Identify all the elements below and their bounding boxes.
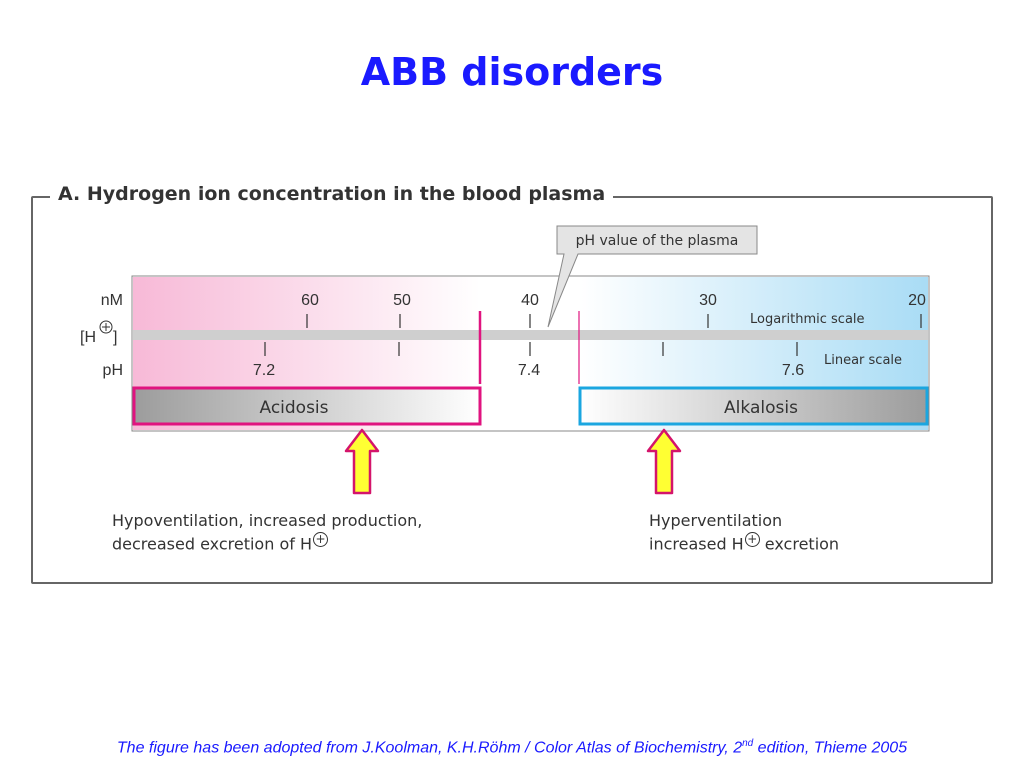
nm-tick-label: 40 xyxy=(521,292,539,309)
ph-tick-label: 7.2 xyxy=(253,362,275,379)
panel-title: A. Hydrogen ion concentration in the blo… xyxy=(50,183,614,205)
alkalosis-cause-line-1: Hyperventilation xyxy=(649,511,783,530)
alkalosis-label: Alkalosis xyxy=(724,398,798,418)
h-plus-icon: + xyxy=(744,532,760,547)
acidosis-label: Acidosis xyxy=(259,398,328,418)
callout-bubble xyxy=(547,225,758,328)
nm-axis-label: nM xyxy=(101,292,123,309)
nm-tick-label: 50 xyxy=(393,292,411,309)
alkalosis-bar xyxy=(578,386,929,426)
h-axis-label-suffix: ] xyxy=(113,329,117,346)
acidosis-cause-line-2: decreased excretion of H+ xyxy=(112,532,422,555)
nm-tick-label: 30 xyxy=(699,292,717,309)
slide-title: ABB disorders xyxy=(360,50,664,94)
nm-tick-label: 20 xyxy=(908,292,926,309)
ph-tick-label: 7.4 xyxy=(518,362,540,379)
callout-text: pH value of the plasma xyxy=(576,233,739,249)
linear-scale-label: Linear scale xyxy=(824,353,902,368)
acidosis-cause-line-1: Hypoventilation, increased production, xyxy=(112,511,423,530)
alkalosis-causes: Hyperventilation increased H+ excretion xyxy=(649,510,839,555)
alkalosis-cause-line-2: increased H+ excretion xyxy=(649,532,840,554)
scale-bar xyxy=(133,330,928,340)
log-scale-label: Logarithmic scale xyxy=(750,312,865,327)
acidosis-causes: Hypoventilation, increased production, d… xyxy=(112,510,422,555)
acidosis-bar xyxy=(132,386,482,426)
alkalosis-arrow-icon xyxy=(646,428,682,495)
source-caption: The figure has been adopted from J.Koolm… xyxy=(116,738,908,757)
acidosis-arrow-icon xyxy=(344,428,380,495)
h-plus-icon xyxy=(99,320,113,334)
ph-tick-label: 7.6 xyxy=(782,362,804,379)
nm-tick-label: 60 xyxy=(301,292,319,309)
h-plus-icon: + xyxy=(312,532,328,547)
ph-axis-label: pH xyxy=(103,362,123,379)
h-axis-label-prefix: [H xyxy=(80,329,96,346)
